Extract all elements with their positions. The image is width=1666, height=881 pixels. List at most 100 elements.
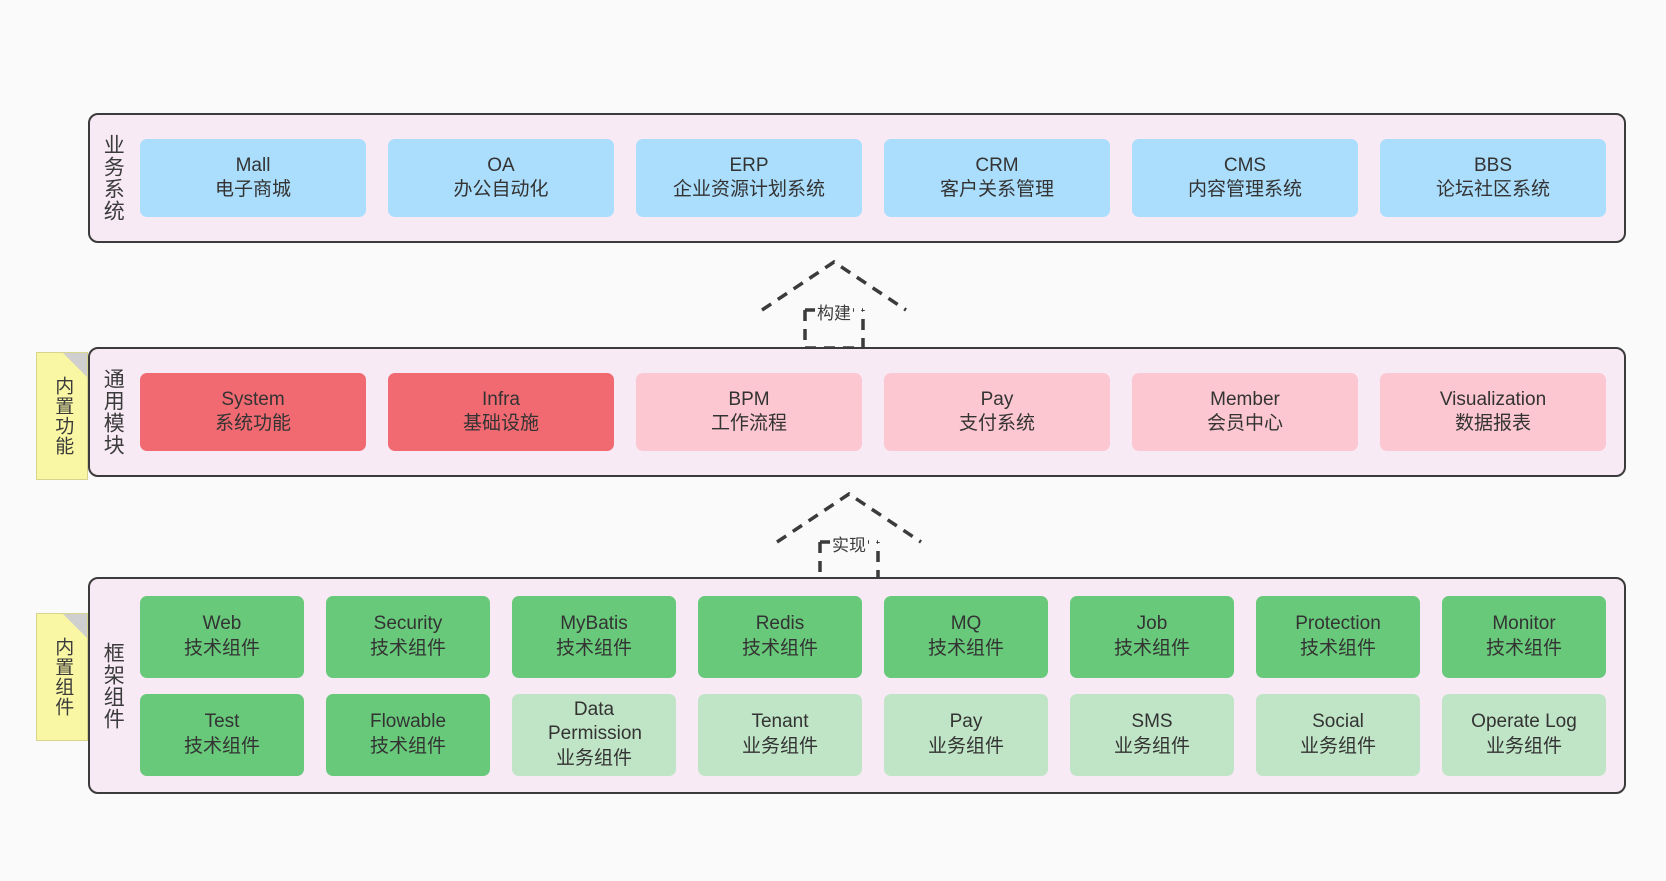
card-name: Tenant [751,711,809,733]
card-desc: 内容管理系统 [1187,179,1302,200]
connector-label-implement: 实现 [830,531,868,556]
card-name: Infra [481,388,521,410]
layer-framework-component[interactable]: 框架组件 Web 技术组件 Security 技术组件 MyBatis 技术组件… [88,577,1626,794]
card-desc: 业务组件 [1485,735,1562,757]
card-name: System [221,388,285,410]
card-desc: 办公自动化 [453,179,549,200]
card-desc: 技术组件 [1113,637,1190,659]
layer-title-framework: 框架组件 [101,641,125,730]
card-mq[interactable]: MQ 技术组件 [884,595,1048,678]
card-desc: 业务组件 [555,747,632,769]
card-desc: 技术组件 [1485,637,1562,659]
card-desc: 技术组件 [183,637,260,659]
card-name: OA [487,154,515,176]
card-desc: 会员中心 [1206,413,1283,434]
layer-body-framework: Web 技术组件 Security 技术组件 MyBatis 技术组件 Redi… [134,579,1624,792]
card-cms[interactable]: CMS 内容管理系统 [1132,139,1358,217]
card-name: Data Permission [548,699,642,745]
card-name: Mall [235,154,271,176]
layer-title-business: 业务系统 [101,134,125,222]
card-name: MQ [950,613,982,635]
card-member[interactable]: Member 会员中心 [1132,373,1358,451]
card-bpm[interactable]: BPM 工作流程 [636,373,862,451]
card-desc: 技术组件 [1299,637,1376,659]
card-oa[interactable]: OA 办公自动化 [388,139,614,217]
card-name: Test [204,711,240,733]
card-mybatis[interactable]: MyBatis 技术组件 [512,595,676,678]
layer-title-common: 通用模块 [101,368,125,456]
card-row: System 系统功能 Infra 基础设施 BPM 工作流程 Pay 支付系统… [140,373,1606,451]
card-desc: 工作流程 [710,413,787,434]
card-name: BPM [728,388,770,410]
card-mall[interactable]: Mall 电子商城 [140,139,366,217]
card-erp[interactable]: ERP 企业资源计划系统 [636,139,862,217]
card-pay-module[interactable]: Pay 支付系统 [884,373,1110,451]
card-name: Redis [755,613,805,635]
card-desc: 系统功能 [214,413,291,434]
note-label: 内置功能 [52,376,74,456]
card-infra[interactable]: Infra 基础设施 [388,373,614,451]
note-label: 内置组件 [52,637,74,717]
card-desc: 业务组件 [1299,735,1376,757]
card-security[interactable]: Security 技术组件 [326,595,490,678]
layer-common-module[interactable]: 通用模块 System 系统功能 Infra 基础设施 BPM 工作流程 Pay… [88,347,1626,477]
card-name: Member [1210,388,1280,410]
card-name: Social [1312,711,1364,733]
card-pay-component[interactable]: Pay 业务组件 [884,693,1048,776]
card-sms[interactable]: SMS 业务组件 [1070,693,1234,776]
card-name: SMS [1131,711,1173,733]
layer-body-business: Mall 电子商城 OA 办公自动化 ERP 企业资源计划系统 CRM 客户关系… [134,115,1624,241]
card-name: Pay [980,388,1014,410]
card-data-permission[interactable]: Data Permission 业务组件 [512,693,676,776]
card-desc: 业务组件 [1113,735,1190,757]
card-name: ERP [729,154,769,176]
connector-implement: 实现 [775,490,923,582]
card-name: Web [202,613,242,635]
note-fold-corner-icon [63,614,87,638]
card-desc: 电子商城 [214,179,291,200]
card-name: CRM [975,154,1019,176]
card-name: MyBatis [560,613,628,635]
card-row: Mall 电子商城 OA 办公自动化 ERP 企业资源计划系统 CRM 客户关系… [140,139,1606,217]
card-name: Protection [1295,613,1381,635]
note-fold-corner-icon [63,353,87,377]
card-row: Test 技术组件 Flowable 技术组件 Data Permission … [140,693,1606,776]
card-name: Pay [949,711,983,733]
card-job[interactable]: Job 技术组件 [1070,595,1234,678]
card-desc: 客户关系管理 [939,179,1054,200]
card-desc: 业务组件 [741,735,818,757]
card-redis[interactable]: Redis 技术组件 [698,595,862,678]
connector-label-build: 构建 [815,299,853,324]
card-test[interactable]: Test 技术组件 [140,693,304,776]
card-desc: 基础设施 [462,413,539,434]
card-tenant[interactable]: Tenant 业务组件 [698,693,862,776]
card-monitor[interactable]: Monitor 技术组件 [1442,595,1606,678]
card-name: Job [1136,613,1168,635]
card-operate-log[interactable]: Operate Log 业务组件 [1442,693,1606,776]
connector-build: 构建 [760,258,908,350]
card-desc: 支付系统 [958,413,1035,434]
layer-business-system[interactable]: 业务系统 Mall 电子商城 OA 办公自动化 ERP 企业资源计划系统 CRM… [88,113,1626,243]
card-desc: 技术组件 [741,637,818,659]
card-desc: 数据报表 [1454,413,1531,434]
card-protection[interactable]: Protection 技术组件 [1256,595,1420,678]
card-bbs[interactable]: BBS 论坛社区系统 [1380,139,1606,217]
layer-body-common: System 系统功能 Infra 基础设施 BPM 工作流程 Pay 支付系统… [134,349,1624,475]
card-visualization[interactable]: Visualization 数据报表 [1380,373,1606,451]
card-social[interactable]: Social 业务组件 [1256,693,1420,776]
note-builtin-function[interactable]: 内置功能 [36,352,88,480]
card-name: Security [373,613,443,635]
card-desc: 技术组件 [555,637,632,659]
card-system[interactable]: System 系统功能 [140,373,366,451]
card-name: Monitor [1492,613,1556,635]
card-web[interactable]: Web 技术组件 [140,595,304,678]
card-name: Visualization [1439,388,1547,410]
card-name: Flowable [369,711,447,733]
card-row: Web 技术组件 Security 技术组件 MyBatis 技术组件 Redi… [140,595,1606,678]
card-flowable[interactable]: Flowable 技术组件 [326,693,490,776]
card-desc: 技术组件 [183,735,260,757]
card-crm[interactable]: CRM 客户关系管理 [884,139,1110,217]
note-builtin-component[interactable]: 内置组件 [36,613,88,741]
card-name: BBS [1473,154,1513,176]
